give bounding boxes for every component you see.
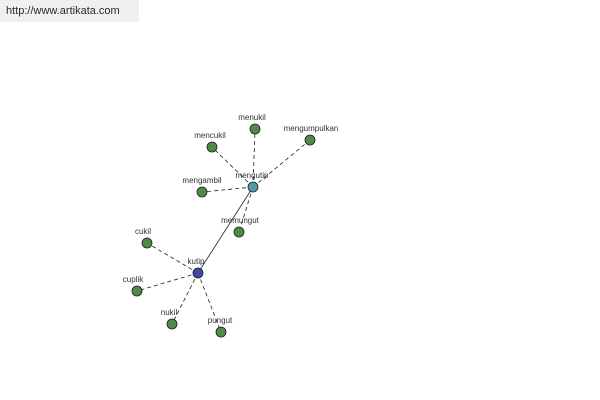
edge-kutip-cuplik xyxy=(136,272,199,292)
node-marker-mengambil[interactable] xyxy=(196,186,208,198)
node-mengutip[interactable]: mengutip xyxy=(236,171,269,193)
edge-kutip-mengutip xyxy=(197,186,254,274)
node-label-cuplik: cuplik xyxy=(123,275,144,284)
node-label-cukil: cukil xyxy=(135,227,151,236)
node-nukil[interactable]: nukil xyxy=(161,308,178,330)
node-label-mencukil: mencukil xyxy=(194,131,226,140)
node-label-mengumpulkan: mengumpulkan xyxy=(284,124,339,133)
edge-mengutip-mengambil xyxy=(201,186,254,193)
node-kutip[interactable]: kutip xyxy=(188,257,205,279)
node-label-mengutip: mengutip xyxy=(236,171,269,180)
node-label-kutip: kutip xyxy=(188,257,205,266)
node-label-menukil: menukil xyxy=(238,113,266,122)
edge-mengutip-menukil xyxy=(252,128,256,188)
url-banner-text: http://www.artikata.com xyxy=(6,5,120,17)
node-label-nukil: nukil xyxy=(161,308,178,317)
node-memungut[interactable]: memungut xyxy=(221,216,260,238)
node-label-mengambil: mengambil xyxy=(182,176,221,185)
edge-mengutip-memungut xyxy=(238,186,254,233)
node-marker-cukil[interactable] xyxy=(141,237,153,249)
node-menukil[interactable]: menukil xyxy=(238,113,266,135)
nodes-layer: kutip mengutip menukil mencukil mengumpulkan… xyxy=(123,113,339,338)
node-marker-mengumpulkan[interactable] xyxy=(304,134,316,146)
node-mencukil[interactable]: mencukil xyxy=(194,131,226,153)
node-marker-kutip[interactable] xyxy=(192,267,204,279)
edge-kutip-pungut xyxy=(197,272,222,333)
node-mengambil[interactable]: mengambil xyxy=(182,176,222,198)
node-marker-pungut[interactable] xyxy=(215,326,227,338)
url-banner: http://www.artikata.com xyxy=(0,0,139,22)
edges-layer xyxy=(136,128,311,333)
node-pungut[interactable]: pungut xyxy=(208,316,233,338)
node-mengumpulkan[interactable]: mengumpulkan xyxy=(284,124,339,146)
node-marker-memungut[interactable] xyxy=(233,226,245,238)
node-marker-mencukil[interactable] xyxy=(206,141,218,153)
node-marker-nukil[interactable] xyxy=(166,318,178,330)
edge-kutip-cukil xyxy=(146,242,199,274)
node-cuplik[interactable]: cuplik xyxy=(123,275,144,297)
node-marker-mengutip[interactable] xyxy=(247,181,259,193)
edge-mengutip-mencukil xyxy=(211,146,254,188)
edge-kutip-nukil xyxy=(171,272,199,325)
node-marker-cuplik[interactable] xyxy=(131,285,143,297)
node-label-pungut: pungut xyxy=(208,316,233,325)
edge-mengutip-mengumpulkan xyxy=(252,139,311,188)
node-label-memungut: memungut xyxy=(221,216,260,225)
node-marker-menukil[interactable] xyxy=(249,123,261,135)
node-cukil[interactable]: cukil xyxy=(135,227,153,249)
